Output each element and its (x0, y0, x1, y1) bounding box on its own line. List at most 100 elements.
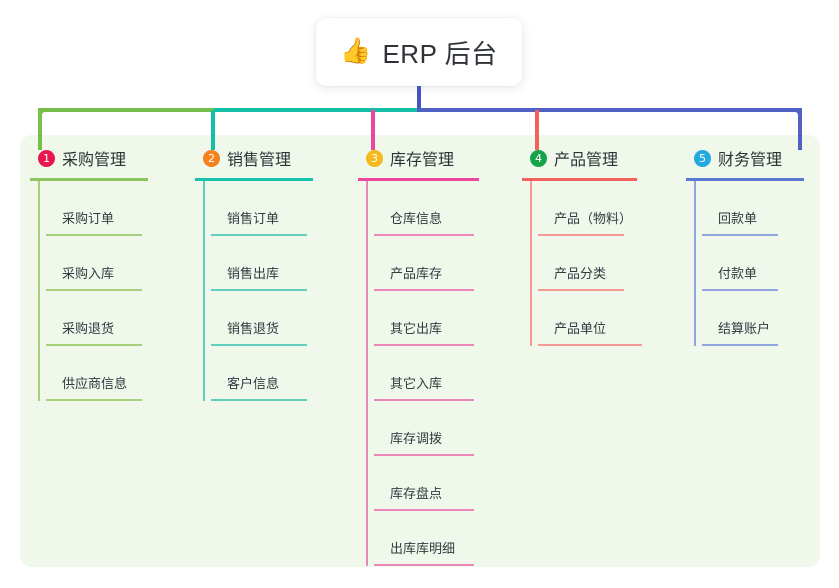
connector-drop-1 (38, 110, 42, 150)
leaf-item-label: 采购退货 (62, 321, 115, 336)
leaf-item-rule (211, 234, 307, 236)
leaf-item[interactable]: 出库库明细 (366, 511, 518, 566)
leaf-item[interactable]: 销售退货 (203, 291, 355, 346)
leaf-item-label: 其它入库 (390, 376, 443, 391)
leaf-item[interactable]: 库存调拨 (366, 401, 518, 456)
leaf-item-label: 供应商信息 (62, 376, 128, 391)
thumbs-up-icon: 👍 (340, 36, 372, 65)
leaf-item[interactable]: 结算账户 (694, 291, 839, 346)
leaf-item[interactable]: 产品（物料） (530, 181, 682, 236)
column-title-5: 财务管理 (718, 152, 783, 169)
leaf-item-label: 结算账户 (718, 321, 771, 336)
diagram-panel-background (20, 135, 820, 567)
root-node-content: 👍 ERP 后台 (340, 34, 497, 71)
column-title-4: 产品管理 (554, 152, 619, 169)
connector-bus-left (38, 108, 214, 112)
leaf-item-label: 产品库存 (390, 266, 443, 281)
leaf-item[interactable]: 产品单位 (530, 291, 682, 346)
leaf-item[interactable]: 产品分类 (530, 236, 682, 291)
root-node[interactable]: 👍 ERP 后台 (316, 18, 522, 86)
leaf-item[interactable]: 仓库信息 (366, 181, 518, 236)
leaf-item-label: 产品分类 (554, 266, 607, 281)
leaf-item-rule (211, 344, 307, 346)
leaf-item[interactable]: 其它出库 (366, 291, 518, 346)
column-spine-5 (694, 181, 696, 346)
leaf-item-label: 仓库信息 (390, 211, 443, 226)
leaf-item[interactable]: 其它入库 (366, 346, 518, 401)
leaf-item-rule (211, 289, 307, 291)
leaf-item-rule (46, 344, 142, 346)
leaf-item-rule (374, 399, 474, 401)
leaf-item-rule (374, 454, 474, 456)
column-spine-3 (366, 181, 368, 566)
column-spine-2 (203, 181, 205, 401)
leaf-item[interactable]: 产品库存 (366, 236, 518, 291)
leaf-item-label: 销售出库 (227, 266, 280, 281)
branch-column-1: 1 采购管理采购订单采购入库采购退货供应商信息 (30, 143, 190, 401)
connector-drop-2 (211, 110, 215, 150)
leaf-item-rule (374, 344, 474, 346)
connector-drop-4 (535, 110, 539, 150)
leaf-item[interactable]: 销售出库 (203, 236, 355, 291)
column-header-rule-4 (522, 178, 637, 181)
leaf-item[interactable]: 客户信息 (203, 346, 355, 401)
leaf-item[interactable]: 回款单 (694, 181, 839, 236)
root-node-title: ERP 后台 (382, 38, 498, 69)
column-badge-4: 4 (530, 149, 547, 167)
column-title-1: 采购管理 (62, 152, 127, 169)
column-title-3: 库存管理 (390, 152, 455, 169)
branch-column-4: 4 产品管理产品（物料） 产品分类产品单位 (522, 143, 682, 346)
leaf-item[interactable]: 销售订单 (203, 181, 355, 236)
leaf-item-label: 产品单位 (554, 321, 607, 336)
leaf-item-rule (702, 289, 778, 291)
branch-column-5: 5 财务管理回款单付款单结算账户 (686, 143, 839, 346)
leaf-item-rule (374, 289, 474, 291)
leaf-item-rule (702, 344, 778, 346)
column-header-rule-1 (30, 178, 148, 181)
column-item-list-1: 采购订单采购入库采购退货供应商信息 (30, 181, 190, 401)
leaf-item-label: 库存盘点 (390, 486, 443, 501)
connector-bus-right (417, 108, 802, 112)
column-header-1[interactable]: 1 采购管理 (30, 143, 190, 173)
connector-drop-5 (798, 110, 802, 150)
connector-bus-middle (214, 108, 417, 112)
leaf-item[interactable]: 库存盘点 (366, 456, 518, 511)
branch-column-3: 3 库存管理仓库信息产品库存其它出库其它入库库存调拨库存盘点出库库明细 (358, 143, 518, 566)
leaf-item-rule (538, 234, 624, 236)
column-badge-5: 5 (694, 149, 711, 167)
column-header-4[interactable]: 4 产品管理 (522, 143, 682, 173)
leaf-item-rule (374, 564, 474, 566)
leaf-item-label: 出库库明细 (390, 541, 456, 556)
leaf-item-label: 回款单 (718, 211, 758, 226)
leaf-item-rule (702, 234, 778, 236)
connector-drop-3 (371, 110, 375, 150)
leaf-item-label: 产品（物料） (554, 211, 633, 226)
leaf-item-label: 销售订单 (227, 211, 280, 226)
column-badge-3: 3 (366, 149, 383, 167)
column-item-list-4: 产品（物料） 产品分类产品单位 (522, 181, 682, 346)
leaf-item[interactable]: 采购入库 (38, 236, 190, 291)
column-header-rule-3 (358, 178, 479, 181)
leaf-item-label: 采购入库 (62, 266, 115, 281)
leaf-item[interactable]: 采购订单 (38, 181, 190, 236)
column-header-5[interactable]: 5 财务管理 (686, 143, 839, 173)
leaf-item-label: 其它出库 (390, 321, 443, 336)
column-item-list-2: 销售订单销售出库销售退货客户信息 (195, 181, 355, 401)
leaf-item-rule (374, 509, 474, 511)
column-spine-1 (38, 181, 40, 401)
leaf-item-label: 销售退货 (227, 321, 280, 336)
leaf-item-rule (538, 289, 624, 291)
leaf-item[interactable]: 供应商信息 (38, 346, 190, 401)
leaf-item-label: 付款单 (718, 266, 758, 281)
column-badge-2: 2 (203, 149, 220, 167)
column-header-rule-2 (195, 178, 313, 181)
column-badge-1: 1 (38, 149, 55, 167)
column-spine-4 (530, 181, 532, 346)
leaf-item-rule (374, 234, 474, 236)
column-header-3[interactable]: 3 库存管理 (358, 143, 518, 173)
leaf-item[interactable]: 采购退货 (38, 291, 190, 346)
leaf-item-rule (46, 234, 142, 236)
leaf-item[interactable]: 付款单 (694, 236, 839, 291)
